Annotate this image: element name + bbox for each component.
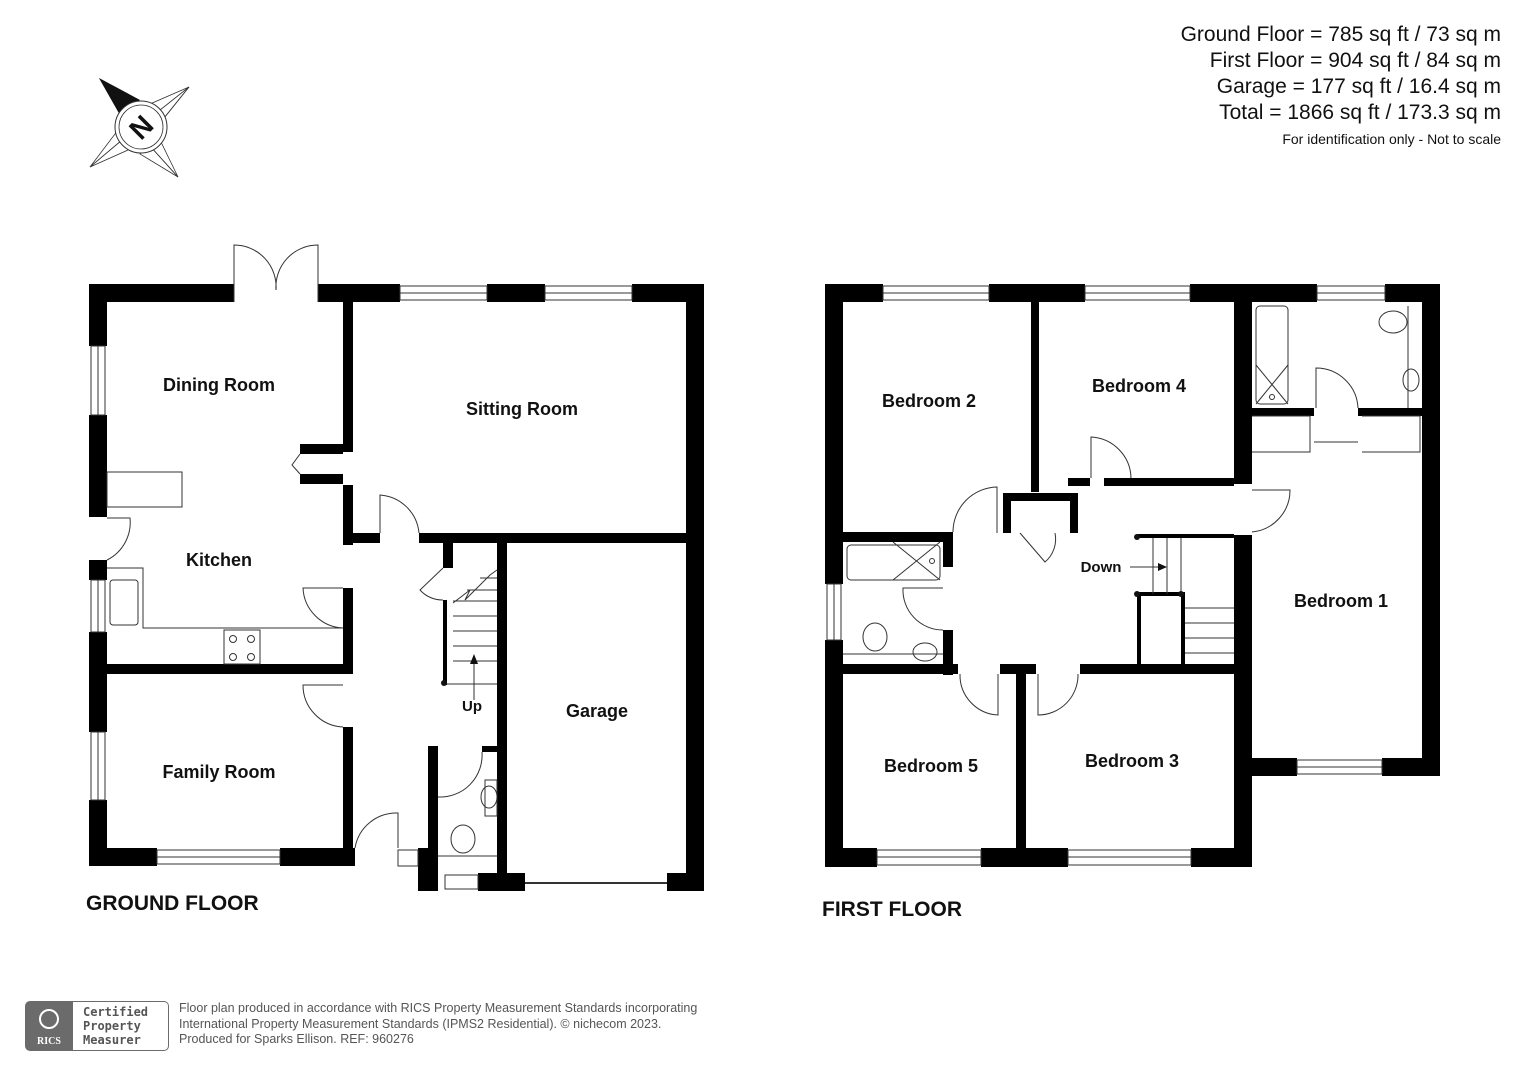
rics-brand-text: RICS: [37, 1036, 61, 1047]
ground-floor-area: Ground Floor = 785 sq ft / 73 sq m: [1180, 23, 1501, 46]
footer-line: Floor plan produced in accordance with R…: [179, 1001, 698, 1015]
total-area: Total = 1866 sq ft / 173.3 sq m: [1219, 101, 1501, 124]
room-label-bedroom-3: Bedroom 3: [1085, 751, 1179, 771]
room-label-kitchen: Kitchen: [186, 550, 252, 570]
room-label-bedroom-1: Bedroom 1: [1294, 591, 1388, 611]
stairs-down-label: Down: [1081, 559, 1122, 576]
room-label-bedroom-2: Bedroom 2: [882, 391, 976, 411]
first-floor-title: FIRST FLOOR: [822, 898, 962, 921]
garage-area: Garage = 177 sq ft / 16.4 sq m: [1216, 75, 1501, 98]
footer: RICS Certified Property Measurer Floor p…: [25, 1001, 697, 1051]
ground-floor-plan: [89, 284, 704, 891]
footer-line: International Property Measurement Stand…: [179, 1016, 662, 1031]
badge-line: Certified: [83, 1005, 149, 1019]
first-floor-area: First Floor = 904 sq ft / 84 sq m: [1209, 49, 1501, 72]
room-label-dining-room: Dining Room: [163, 375, 275, 395]
ground-floor-title: GROUND FLOOR: [86, 892, 259, 915]
room-label-garage: Garage: [566, 701, 628, 721]
stairs-up-label: Up: [462, 698, 482, 715]
footer-line: Produced for Sparks Ellison. REF: 960276: [179, 1032, 414, 1046]
first-floor-plan: [825, 284, 1440, 867]
area-summary: Ground Floor = 785 sq ft / 73 sq m First…: [1181, 22, 1501, 150]
rics-logo-icon: RICS: [25, 1001, 73, 1051]
room-label-bedroom-5: Bedroom 5: [884, 756, 978, 776]
room-label-sitting-room: Sitting Room: [466, 399, 578, 419]
footer-disclaimer: Floor plan produced in accordance with R…: [179, 1001, 697, 1048]
certified-measurer-badge: Certified Property Measurer: [73, 1001, 169, 1051]
badge-line: Measurer: [83, 1033, 141, 1047]
badge-line: Property: [83, 1019, 141, 1033]
room-label-bedroom-4: Bedroom 4: [1092, 376, 1186, 396]
scale-disclaimer: For identification only - Not to scale: [1282, 131, 1501, 147]
rics-lion-icon: [39, 1009, 59, 1029]
compass-rose-icon: N: [89, 78, 190, 178]
room-label-family-room: Family Room: [162, 762, 275, 782]
